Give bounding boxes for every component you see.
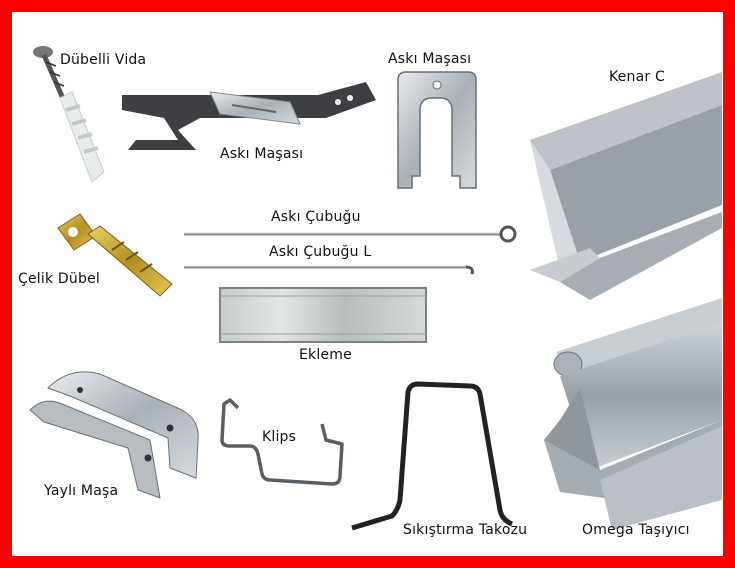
c-profile-rail-icon (530, 72, 722, 300)
hanger-clip-flat-icon (122, 82, 376, 150)
label-aski-masasi-u: Askı Maşası (388, 51, 472, 67)
label-dubelli-vida: Dübelli Vida (60, 52, 147, 68)
spring-clip-icon (29, 371, 199, 499)
steel-anchor-bolt-icon (57, 213, 173, 297)
clamping-wedge-icon (351, 381, 514, 531)
label-celik-dubel: Çelik Dübel (18, 271, 100, 287)
label-yayli-masa: Yaylı Maşa (44, 483, 119, 499)
label-kenar-c: Kenar C (609, 69, 665, 85)
label-klips: Klips (262, 429, 297, 445)
label-omega-tasiyici: Omega Taşıyıcı (582, 522, 690, 538)
hanger-clip-u-icon (397, 71, 477, 189)
hanger-rod-eye-icon (184, 225, 517, 243)
hanger-rod-hook-icon (184, 265, 474, 275)
label-aski-masasi-flat: Askı Maşası (220, 146, 304, 162)
label-sikistirma-takozu: Sıkıştırma Takozu (403, 522, 528, 538)
label-aski-cubugu: Askı Çubuğu (271, 209, 361, 225)
omega-carrier-rail-icon (544, 298, 722, 530)
screw-with-anchor-icon (33, 46, 105, 183)
wire-clip-icon (220, 398, 344, 486)
label-aski-cubugu-l: Askı Çubuğu L (269, 244, 372, 260)
joint-plate-icon (219, 287, 427, 343)
label-ekleme: Ekleme (299, 347, 352, 363)
